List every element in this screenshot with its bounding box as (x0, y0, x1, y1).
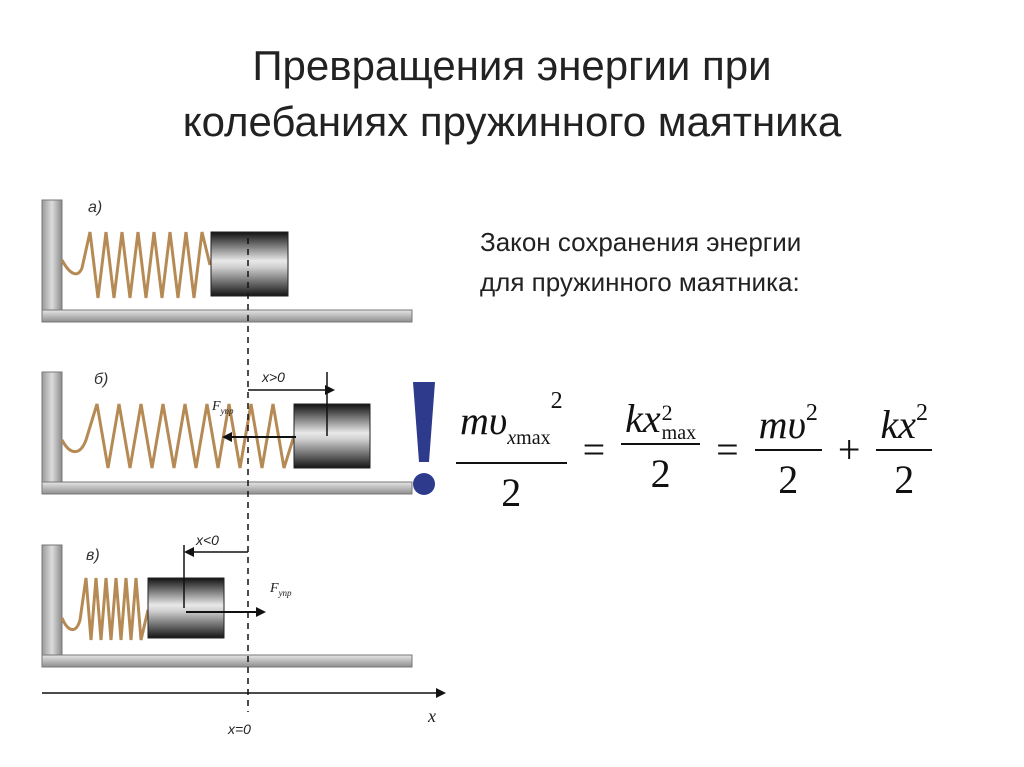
potential-fraction: kx2 2 (876, 389, 933, 505)
mass-block-b (293, 403, 371, 469)
floor-b (41, 481, 413, 495)
spring-a (60, 231, 212, 299)
wall-a (41, 199, 63, 323)
panel-a-label: а) (88, 199, 102, 216)
title-line-2: колебаниях пружинного маятника (182, 98, 842, 145)
x-positive-label: x>0 (261, 369, 285, 385)
restoring-force-arrowhead-c (256, 607, 266, 617)
floor-c (41, 654, 413, 668)
panel-b: б) x>0 Fупр (41, 369, 413, 495)
kinetic-fraction: mυ2 2 (754, 389, 822, 505)
equals-sign-2: = (716, 426, 739, 472)
floor-a (41, 309, 413, 323)
exclamation-icon (413, 382, 435, 495)
plus-sign: + (837, 426, 861, 472)
panel-b-label: б) (94, 371, 108, 388)
wall-c (41, 544, 63, 668)
x-axis-arrowhead (436, 688, 446, 698)
force-label-b: Fупр (211, 399, 234, 416)
panel-a: а) (41, 199, 413, 323)
displacement-arrowhead-negative (184, 547, 194, 557)
panel-c: в) x<0 Fупр (41, 532, 413, 668)
slide-title: Превращения энергии при колебаниях пружи… (0, 38, 1024, 150)
restoring-force-arrowhead (222, 432, 232, 442)
caption-line-1: Закон сохранения энергии (480, 227, 802, 257)
title-line-1: Превращения энергии при (252, 42, 772, 89)
energy-law-caption: Закон сохранения энергии для пружинного … (480, 222, 801, 302)
x-zero-label: x=0 (227, 721, 251, 737)
spring-b (60, 403, 296, 469)
mass-block-c (147, 577, 225, 639)
equals-sign-1: = (582, 426, 606, 472)
kinetic-max-fraction: mυxmax2 2 (456, 377, 567, 518)
force-label-c: Fупр (269, 581, 292, 598)
x-negative-label: x<0 (195, 532, 219, 548)
panel-c-label: в) (86, 547, 100, 564)
wall-b (41, 371, 63, 495)
mass-block-a (210, 231, 289, 297)
x-axis-label: x (427, 706, 436, 726)
spring-c (60, 577, 150, 641)
caption-line-2: для пружинного маятника: (480, 267, 800, 297)
